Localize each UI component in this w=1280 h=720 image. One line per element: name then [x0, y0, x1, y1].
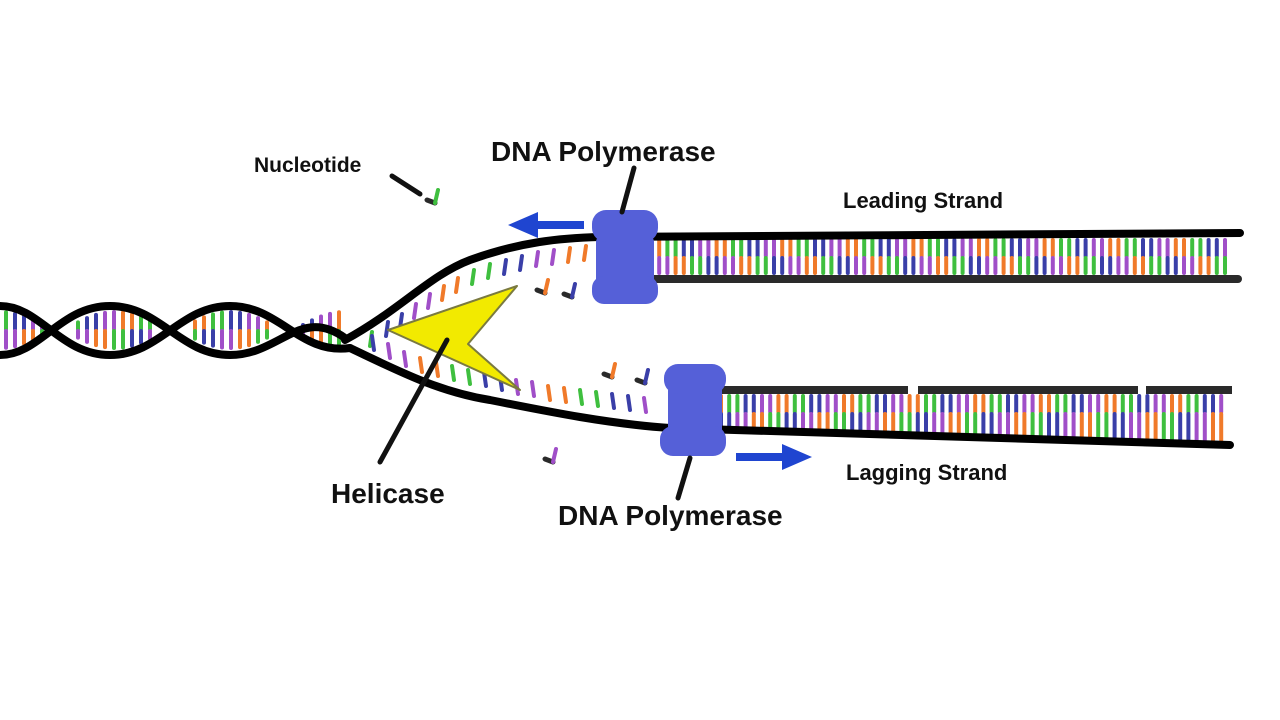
unpaired-base	[534, 250, 540, 268]
polymerase-top-label: DNA Polymerase	[491, 136, 716, 167]
polymerase-bottom-icon	[660, 364, 726, 456]
free-nucleotide-base	[433, 188, 440, 205]
unpaired-base	[562, 386, 568, 404]
unpaired-base	[470, 268, 476, 286]
unpaired-base	[440, 284, 446, 302]
unpaired-base	[530, 380, 536, 398]
unpaired-base	[402, 350, 408, 368]
helicase-label: Helicase	[331, 478, 445, 509]
unpaired-base	[426, 292, 432, 310]
unpaired-base	[454, 276, 460, 294]
unpaired-base	[518, 254, 524, 272]
polymerase-bottom-label: DNA Polymerase	[558, 500, 783, 531]
unpaired-base	[578, 388, 584, 406]
polymerase-top-icon	[592, 210, 658, 304]
direction-arrow-icon	[736, 444, 812, 470]
free-nucleotides	[424, 188, 650, 465]
free-nucleotide-base	[610, 362, 617, 379]
unpaired-base	[466, 368, 472, 386]
direction-arrow-icon	[508, 212, 584, 238]
unpaired-base	[550, 248, 556, 266]
leading-strand-base-pairs	[608, 238, 1227, 275]
lagging-strand-label: Lagging Strand	[846, 460, 1008, 485]
unpaired-base	[370, 334, 376, 352]
label-pointers	[377, 165, 693, 501]
unpaired-base	[384, 320, 390, 338]
free-nucleotide-base	[543, 278, 550, 295]
free-nucleotide-base	[570, 282, 577, 299]
unpaired-base	[486, 262, 492, 280]
unpaired-base	[626, 394, 632, 412]
fork-base-pairs	[368, 244, 648, 414]
unpaired-base	[386, 342, 392, 360]
unpaired-base	[546, 384, 552, 402]
free-nucleotide-base	[551, 447, 558, 464]
unpaired-base	[418, 356, 424, 374]
unpaired-base	[582, 244, 588, 262]
unpaired-base	[642, 396, 648, 414]
helicase-wedge-icon	[387, 285, 521, 391]
helix-base-pairs	[4, 310, 341, 350]
free-nucleotide-base	[643, 368, 650, 385]
nucleotide-label: Nucleotide	[254, 154, 362, 177]
parental-strand-top	[341, 229, 1244, 344]
leading-strand-label: Leading Strand	[843, 188, 1004, 213]
unpaired-base	[450, 364, 456, 382]
unpaired-base	[412, 302, 418, 320]
unpaired-base	[502, 258, 508, 276]
unpaired-base	[594, 390, 600, 408]
unpaired-base	[566, 246, 572, 264]
parental-strand-bottom	[346, 344, 1234, 449]
helix-backbone-b	[0, 301, 349, 360]
unpaired-base	[610, 392, 616, 410]
